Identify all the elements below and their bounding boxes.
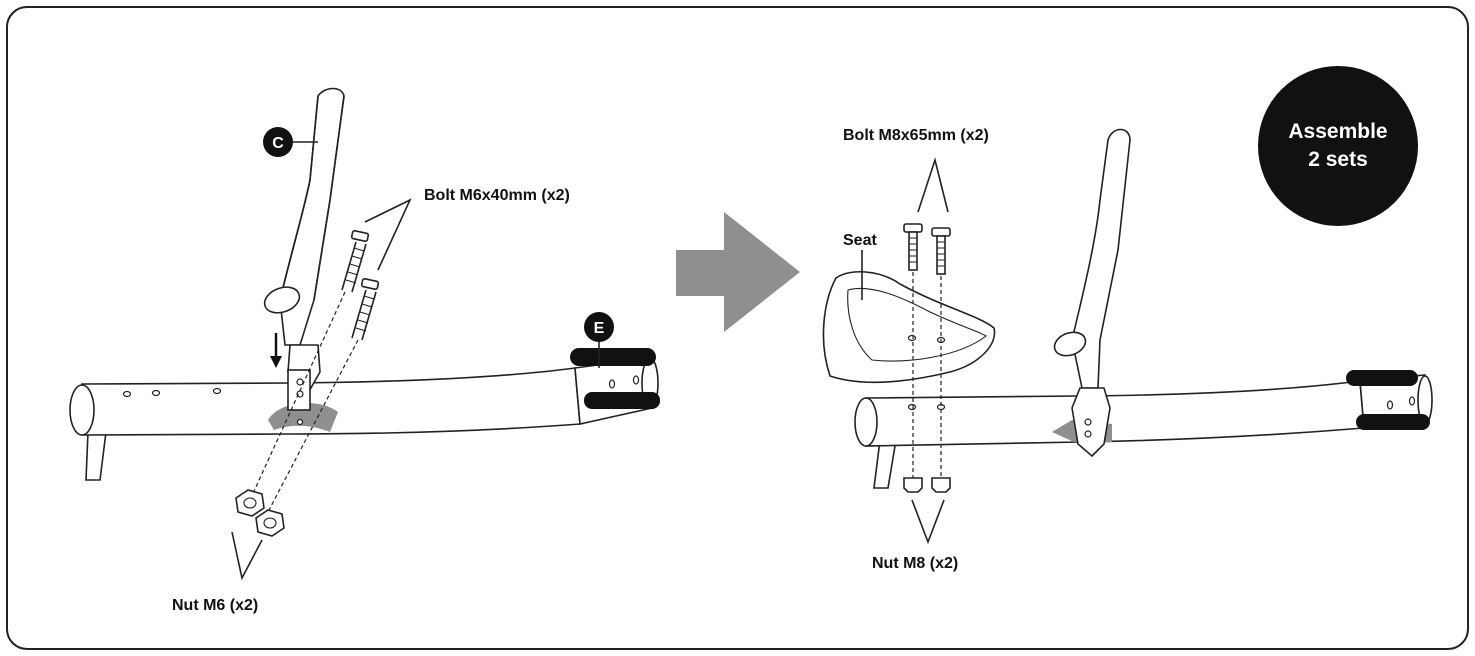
right-bolt-2 bbox=[931, 227, 951, 275]
seat-label: Seat bbox=[843, 232, 877, 249]
left-nut-2 bbox=[255, 509, 285, 537]
right-nut-label: Nut M8 (x2) bbox=[872, 555, 958, 572]
right-grip-bottom bbox=[1356, 414, 1430, 430]
left-nut-leader bbox=[231, 531, 263, 581]
step-arrow-icon bbox=[676, 212, 800, 332]
right-bolt-leader bbox=[917, 157, 949, 213]
left-bracket-wedge bbox=[268, 402, 338, 432]
left-bolt-label: Bolt M6x40mm (x2) bbox=[424, 187, 570, 204]
left-dash-1 bbox=[249, 291, 346, 501]
assemble-badge: Assemble 2 sets bbox=[1258, 66, 1418, 226]
step-right: Bolt M8x65mm (x2) Seat Nut M8 (x2) bbox=[822, 127, 1433, 572]
left-dash-2 bbox=[267, 339, 359, 513]
right-grip-top bbox=[1346, 370, 1418, 386]
part-e-badge bbox=[584, 312, 614, 342]
left-bolt-2 bbox=[351, 277, 380, 341]
right-bolt-1 bbox=[903, 223, 923, 271]
right-nut-1 bbox=[903, 477, 923, 493]
step-left: C E Bolt M6x40mm (x2) Nut M6 (x2) bbox=[69, 87, 660, 614]
left-down-arrow-icon bbox=[270, 333, 282, 368]
assemble-line2: 2 sets bbox=[1308, 148, 1368, 171]
right-bolt-label: Bolt M8x65mm (x2) bbox=[843, 127, 989, 144]
left-grip-bottom bbox=[584, 392, 660, 409]
left-nut-1 bbox=[235, 489, 265, 517]
left-nut-label: Nut M6 (x2) bbox=[172, 597, 258, 614]
right-handle bbox=[1053, 128, 1131, 458]
part-c-badge bbox=[263, 127, 293, 157]
part-c-handle bbox=[263, 87, 345, 426]
right-nut-leader bbox=[911, 499, 945, 545]
frame-border bbox=[6, 6, 1469, 650]
part-c-label: C bbox=[272, 135, 284, 152]
left-bolt-1 bbox=[341, 229, 370, 293]
left-bolt-leader bbox=[364, 198, 412, 271]
assemble-line1: Assemble bbox=[1288, 120, 1387, 143]
left-grip-top bbox=[570, 348, 656, 366]
part-e-label: E bbox=[594, 320, 605, 337]
assemble-badge-circle bbox=[1258, 66, 1418, 226]
right-nut-2 bbox=[931, 477, 951, 493]
